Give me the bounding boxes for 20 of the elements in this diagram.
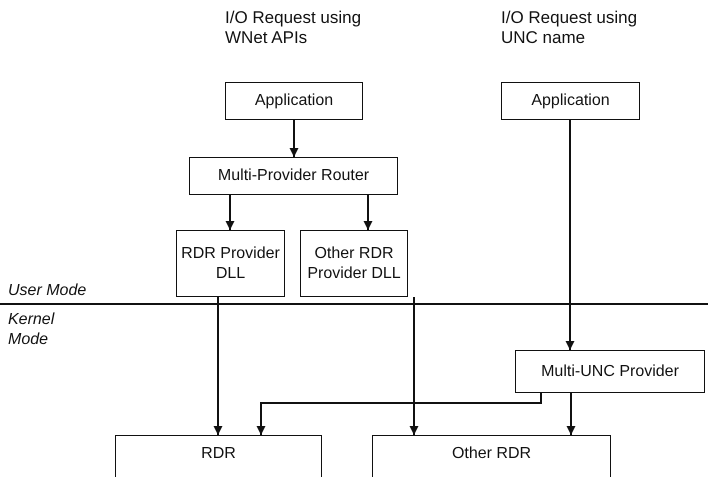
component-box: RDR: [115, 435, 322, 477]
component-box: Application: [501, 82, 640, 120]
arrow: [410, 297, 418, 435]
component-box: Other RDR Provider DLL: [300, 230, 408, 297]
component-box: Multi-UNC Provider: [515, 350, 705, 393]
request-caption: I/O Request using WNet APIs: [225, 8, 362, 49]
component-box: Multi-Provider Router: [189, 157, 398, 195]
arrow: [566, 120, 574, 350]
mode-label: User Mode: [8, 281, 88, 301]
arrow: [566, 393, 576, 435]
mode-label: Kernel Mode: [8, 310, 56, 350]
arrow: [226, 195, 234, 230]
arrow: [214, 297, 222, 435]
arrow: [256, 393, 542, 435]
component-box: RDR Provider DLL: [176, 230, 285, 297]
component-box: Other RDR: [372, 435, 611, 477]
component-box: Application: [225, 82, 363, 120]
request-caption: I/O Request using UNC name: [501, 8, 638, 49]
arrow: [290, 120, 298, 157]
arrow: [364, 195, 372, 230]
